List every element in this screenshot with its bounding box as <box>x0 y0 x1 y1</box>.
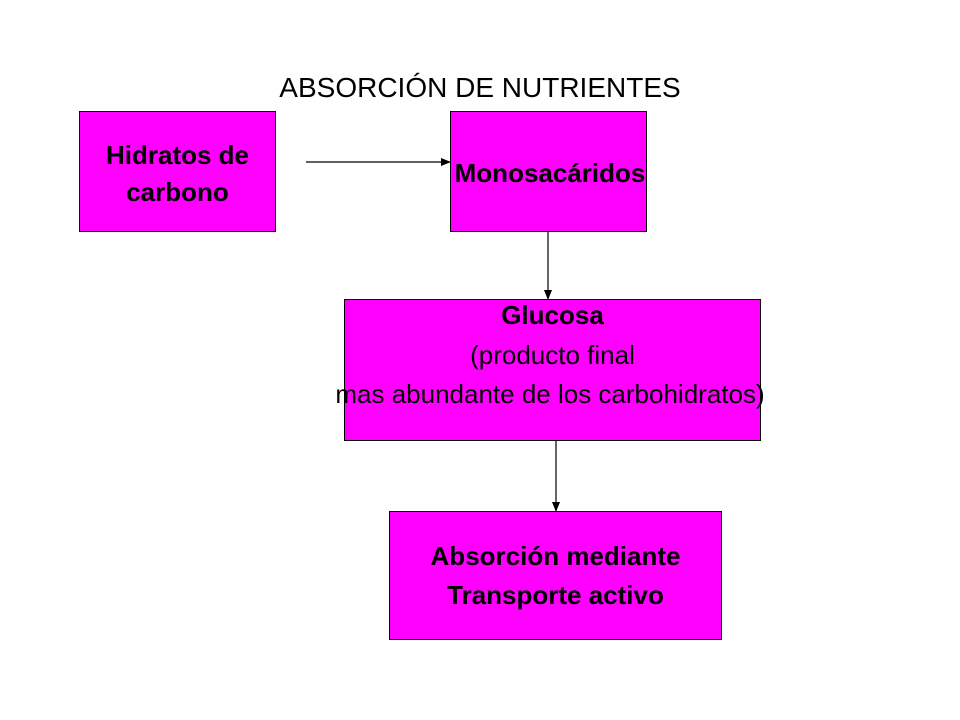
label-hidratos-line2: carbono <box>126 177 229 207</box>
label-monosacaridos: Monosacáridos <box>454 158 646 188</box>
label-absorcion-line2: Transporte activo <box>447 580 664 610</box>
label-glucosa-line2: (producto final <box>470 340 635 370</box>
node-glucosa <box>344 299 761 441</box>
label-glucosa-line3: mas abundante de los carbohidratos) <box>335 379 765 409</box>
label-hidratos-line1: Hidratos de <box>105 140 250 170</box>
label-glucosa-line1: Glucosa <box>501 300 604 330</box>
node-monosacaridos <box>450 111 647 232</box>
diagram-title: ABSORCIÓN DE NUTRIENTES <box>279 72 681 103</box>
node-absorcion <box>389 511 722 640</box>
node-hidratos-de-carbono <box>79 111 276 232</box>
label-absorcion-line1: Absorción mediante <box>430 541 681 571</box>
